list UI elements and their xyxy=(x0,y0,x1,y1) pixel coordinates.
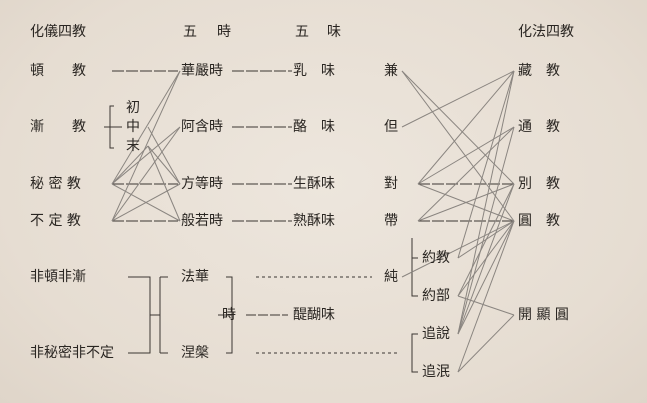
line-x2 xyxy=(111,126,181,222)
flavor-shusu: 熟酥味 xyxy=(293,213,335,229)
rel-dan: 但 xyxy=(384,119,398,135)
line-x7 xyxy=(147,145,181,185)
header-huayi: 化儀四教 xyxy=(30,24,86,40)
line-x8 xyxy=(147,145,181,222)
header-five-a: 五 xyxy=(183,24,197,40)
fei-bracket xyxy=(128,276,168,354)
line-dui-zang xyxy=(417,70,515,185)
line-dai-bie xyxy=(417,183,515,222)
rel-yuebu: 約部 xyxy=(422,288,450,304)
huayi-fei1: 非頓非漸 xyxy=(30,269,86,285)
header-huafa: 化法四教 xyxy=(518,24,574,40)
rel-dai: 帶 xyxy=(384,213,398,229)
rel-jian: 兼 xyxy=(384,63,398,79)
huayi-fei2: 非秘密非不定 xyxy=(30,345,114,361)
line-x4 xyxy=(111,183,181,222)
time-shi: 時 xyxy=(222,307,236,323)
line-zhuishuo-zang xyxy=(457,70,515,335)
line-yuejiao-zang xyxy=(457,70,515,259)
line-x1 xyxy=(111,126,181,185)
flavor-lao: 酪 味 xyxy=(293,119,335,135)
flavor-ru: 乳 味 xyxy=(293,63,335,79)
jian-sub-zhong: 中 xyxy=(126,119,140,135)
line-zhuishuo-yuan xyxy=(457,220,515,335)
line-dai-tong xyxy=(417,126,515,222)
huafa-kaixian: 開 顯 圓 xyxy=(518,307,569,323)
line-dui-tong xyxy=(417,126,515,185)
huafa-tong: 通 教 xyxy=(518,119,560,135)
header-flavor-b: 味 xyxy=(327,24,341,40)
rel-zhuimin: 追泯 xyxy=(422,364,450,380)
time-fangdeng: 方等時 xyxy=(181,176,223,192)
line-x5 xyxy=(111,70,181,185)
time-niepan: 涅槃 xyxy=(181,345,209,361)
rel-yuejiao: 約教 xyxy=(422,250,450,266)
rel-chun: 純 xyxy=(384,269,398,285)
header-flavor-a: 五 xyxy=(295,24,309,40)
flavor-tihu: 醍醐味 xyxy=(293,307,335,323)
jian-sub-mo: 末 xyxy=(126,138,140,154)
huafa-bie: 別 教 xyxy=(518,176,560,192)
jian-sub-chu: 初 xyxy=(126,100,140,116)
line-x10 xyxy=(111,145,149,185)
line-zhuimin-yuan xyxy=(457,220,515,373)
line-zhuimin-kaixian xyxy=(457,314,515,373)
yue-bracket xyxy=(411,257,418,297)
rel-dui: 對 xyxy=(384,176,398,192)
header-five-b: 時 xyxy=(217,24,231,40)
line-chun-yuan xyxy=(401,220,515,278)
line-x6 xyxy=(111,70,181,222)
zhui-bracket xyxy=(411,333,418,373)
time-bore: 般若時 xyxy=(181,213,223,229)
huayi-dun: 頓 教 xyxy=(30,63,86,79)
flavor-shengsu: 生酥味 xyxy=(293,176,335,192)
line-zhuishuo-tong xyxy=(457,126,515,335)
line-zhuishuo-bie xyxy=(457,183,515,335)
huayi-buding: 不 定 教 xyxy=(30,213,81,229)
line-x9 xyxy=(147,126,181,185)
line-dan-zang xyxy=(401,70,515,128)
rel-zhuishuo: 追說 xyxy=(422,326,450,342)
line-yuebu-bie xyxy=(457,183,515,297)
huafa-yuan: 圓 教 xyxy=(518,213,560,229)
time-huayan: 華嚴時 xyxy=(181,63,223,79)
huayi-jian: 漸 教 xyxy=(30,119,86,135)
jian-bracket xyxy=(109,105,122,149)
huafa-zang: 藏 教 xyxy=(518,63,560,79)
line-jian-bie xyxy=(401,70,515,185)
time-ahan: 阿含時 xyxy=(181,119,223,135)
time-fahua: 法華 xyxy=(181,269,209,285)
huayi-mimi: 秘 密 教 xyxy=(30,176,81,192)
fahua-niepan-bracket xyxy=(218,276,233,354)
line-jian-yuan xyxy=(401,70,515,222)
